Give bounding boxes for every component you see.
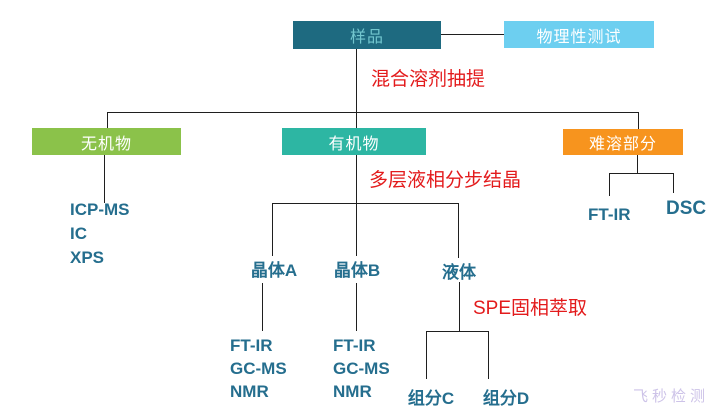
node-physical-test: 物理性测试 [504,21,654,48]
annotation-spe: SPE固相萃取 [473,298,588,319]
connector-insoluble-splitter [609,173,674,174]
connector-level1-splitter [107,112,638,113]
label-crystal-a: 晶体A [250,261,298,280]
connector-drop-crystal-b [356,203,357,256]
method-item: FT-IR [333,336,376,355]
method-insoluble-ftir: FT-IR [588,205,631,224]
method-item: IC [70,224,87,243]
method-list-crystal-a: FT-IR GC-MS NMR [230,334,287,403]
connector-drop-insoluble-ftir [609,173,610,196]
node-organic: 有机物 [282,128,426,155]
method-item: NMR [333,382,372,401]
label-fraction-d: 组分D [482,389,530,408]
method-item: ICP-MS [70,200,130,219]
watermark: 飞秒检测 [633,388,710,405]
method-item: FT-IR [230,336,273,355]
node-sample: 样品 [293,21,441,49]
connector-sample-physical [441,34,504,35]
connector-level2-splitter [272,203,458,204]
node-inorganic: 无机物 [32,128,181,155]
connector-drop-crystal-a [272,203,273,256]
connector-drop-organic [356,112,357,129]
connector-drop-liquid [458,203,459,258]
connector-drop-fraction-c [426,331,427,379]
method-insoluble-dsc: DSC [666,198,707,219]
connector-drop-inorganic [107,112,108,129]
annotation-crystallization: 多层液相分步结晶 [369,170,522,191]
label-liquid: 液体 [442,263,476,282]
label-fraction-c: 组分C [407,389,455,408]
connector-drop-insoluble [638,112,639,130]
connector-crystal-b-stem [356,283,357,331]
method-item: XPS [70,248,105,267]
method-list-crystal-b: FT-IR GC-MS NMR [333,334,390,403]
connector-drop-fraction-d [488,331,489,379]
connector-insoluble-stem [637,155,638,173]
connector-crystal-a-stem [262,283,263,331]
method-item: NMR [230,382,269,401]
annotation-extraction: 混合溶剂抽提 [371,69,486,90]
node-insoluble: 难溶部分 [563,129,683,155]
connector-organic-stem [356,155,357,203]
connector-liquid-stem [459,282,460,331]
connector-drop-insoluble-dsc [673,173,674,193]
method-item: GC-MS [230,359,287,378]
connector-level3-splitter [426,331,489,332]
method-item: GC-MS [333,359,390,378]
method-list-inorganic: ICP-MS IC XPS [70,198,130,270]
connector-inorganic-stem [104,155,105,203]
label-crystal-b: 晶体B [333,261,381,280]
connector-sample-stem [356,49,357,112]
